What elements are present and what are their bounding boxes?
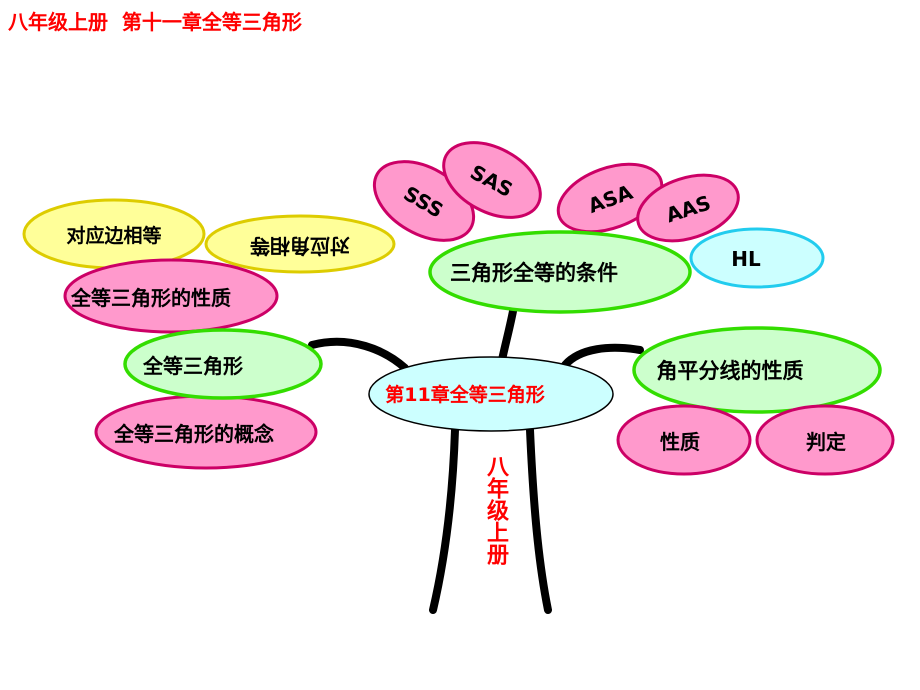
svg-text:全等三角形的性质: 全等三角形的性质 xyxy=(70,286,231,310)
node-bisector-judgement[interactable]: 判定 xyxy=(755,404,895,476)
trunk-label: 八年级上册 xyxy=(483,455,508,565)
node-congruence-conditions[interactable]: 三角形全等的条件 xyxy=(428,230,692,314)
svg-text:HL: HL xyxy=(731,247,761,271)
node-congruent-concept[interactable]: 全等三角形的概念 xyxy=(94,394,318,470)
svg-text:第11章全等三角形: 第11章全等三角形 xyxy=(385,383,544,406)
node-aas[interactable]: AAS xyxy=(629,163,746,252)
svg-text:全等三角形的概念: 全等三角形的概念 xyxy=(113,422,274,446)
svg-text:对应边相等: 对应边相等 xyxy=(66,224,161,247)
svg-text:角平分线的性质: 角平分线的性质 xyxy=(657,359,804,383)
svg-text:对应角相等: 对应角相等 xyxy=(250,234,350,258)
node-congruent-property[interactable]: 全等三角形的性质 xyxy=(63,258,279,334)
page-title: 八年级上册 第十一章全等三角形 xyxy=(8,10,302,34)
tree-trunk xyxy=(308,296,644,614)
svg-text:三角形全等的条件: 三角形全等的条件 xyxy=(450,261,618,285)
node-congruent-triangles[interactable]: 全等三角形 xyxy=(123,328,323,400)
svg-text:判定: 判定 xyxy=(806,430,846,454)
node-corresponding-angles[interactable]: 对应角相等 xyxy=(204,214,396,274)
node-sas[interactable]: SAS xyxy=(431,127,553,232)
svg-text:性质: 性质 xyxy=(660,430,700,454)
node-asa[interactable]: ASA xyxy=(549,151,671,244)
node-center-chapter[interactable]: 第11章全等三角形 xyxy=(368,356,614,432)
node-corresponding-sides[interactable]: 对应边相等 xyxy=(22,198,206,270)
node-hl[interactable]: HL xyxy=(689,227,825,289)
node-bisector-property[interactable]: 性质 xyxy=(616,404,752,476)
svg-text:全等三角形: 全等三角形 xyxy=(142,354,243,378)
node-angle-bisector[interactable]: 角平分线的性质 xyxy=(632,326,882,414)
